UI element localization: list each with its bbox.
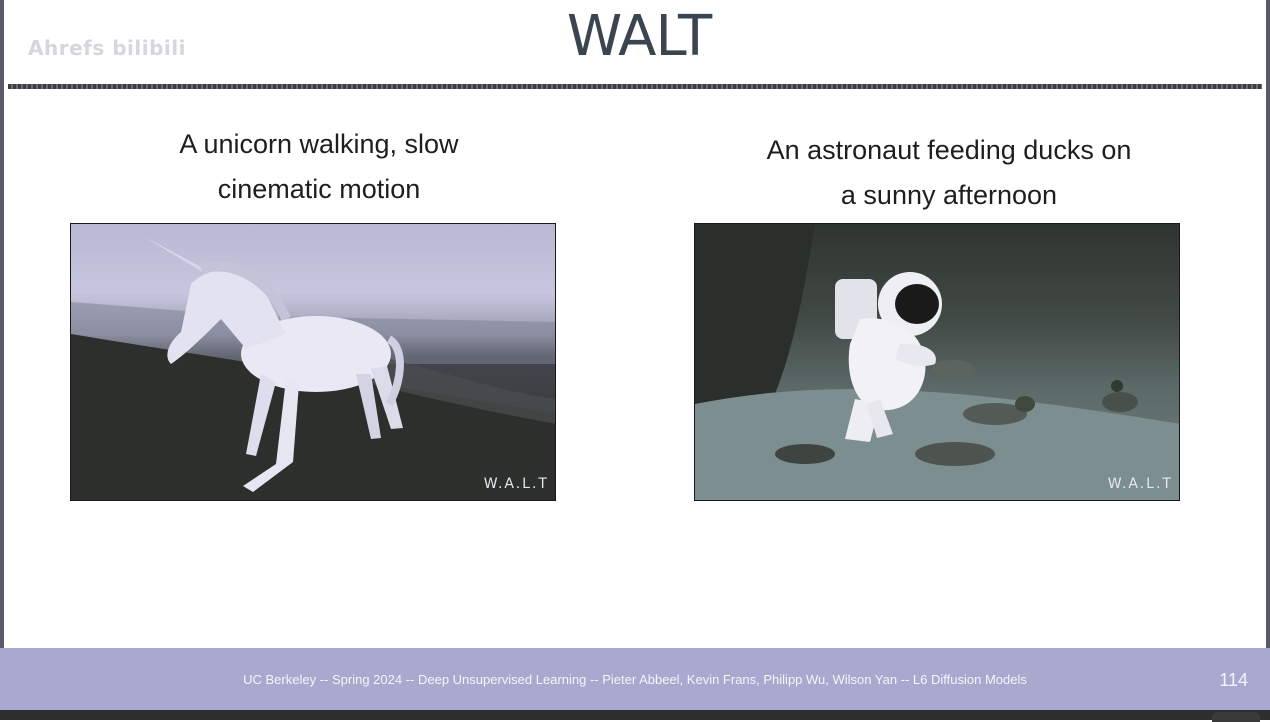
scroll-handle[interactable] [1212, 712, 1260, 722]
walt-badge-unicorn: W.A.L.T [483, 476, 549, 492]
caption-unicorn-line1: A unicorn walking, slow [179, 129, 459, 159]
footer-credits: UC Berkeley -- Spring 2024 -- Deep Unsup… [243, 672, 1027, 687]
caption-astronaut-line1: An astronaut feeding ducks on [766, 135, 1132, 165]
player-bottom-bar [0, 710, 1270, 722]
page-number: 114 [1219, 670, 1248, 690]
slide-title: WALT [566, 4, 712, 69]
caption-unicorn: A unicorn walking, slow cinematic motion [70, 122, 568, 212]
caption-unicorn-line2: cinematic motion [217, 174, 421, 204]
astronaut-video-frame[interactable]: W.A.L.T [694, 223, 1180, 501]
walt-badge-astronaut: W.A.L.T [1107, 476, 1173, 492]
unicorn-illustration [71, 236, 555, 500]
slide-footer: UC Berkeley -- Spring 2024 -- Deep Unsup… [0, 648, 1270, 710]
unicorn-video-frame[interactable]: W.A.L.T [70, 223, 556, 501]
watermark-logo: Ahrefs bilibili [28, 36, 186, 60]
caption-astronaut-line2: a sunny afternoon [840, 180, 1058, 210]
caption-astronaut: An astronaut feeding ducks on a sunny af… [694, 128, 1204, 218]
title-divider [8, 84, 1262, 89]
slide: Ahrefs bilibili WALT A unicorn walking, … [0, 0, 1270, 648]
astronaut-illustration [695, 224, 1179, 500]
